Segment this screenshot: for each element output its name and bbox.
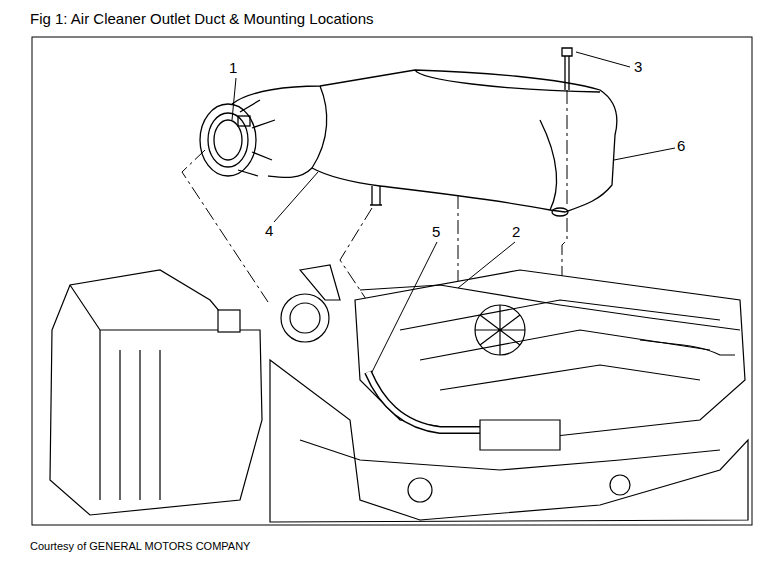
leader-line [576, 52, 630, 67]
duct-stud [370, 186, 382, 205]
engine [50, 265, 748, 522]
throttle-actuator [300, 265, 340, 300]
duct-edge [540, 120, 557, 210]
block-detail [300, 440, 720, 470]
callout-number: 1 [228, 60, 238, 77]
duct-cover [232, 70, 617, 212]
callout-number: 6 [676, 138, 686, 155]
alignment-line [567, 90, 568, 205]
leader-lines [232, 52, 675, 372]
figure-frame [32, 37, 752, 525]
figure-caption: Courtesy of GENERAL MOTORS COMPANY [30, 540, 250, 552]
engine-block [270, 360, 748, 522]
plenum-ribs [475, 305, 525, 355]
leader-line [372, 242, 437, 372]
oil-cap [408, 478, 432, 502]
clamp-ring [200, 104, 256, 176]
fuel-rail [360, 285, 740, 330]
callout-number: 3 [633, 59, 643, 76]
air-cleaner-box [50, 270, 262, 515]
sensor [218, 310, 240, 332]
leader-line [614, 148, 675, 160]
alignment-line [182, 150, 268, 302]
leader-line [458, 242, 515, 288]
leader-line [232, 78, 236, 120]
duct-edge [312, 86, 327, 168]
throttle-body [281, 294, 329, 342]
callout-number: 4 [264, 223, 274, 240]
duct-edge [415, 70, 600, 92]
bolt [562, 48, 572, 90]
bolt-shank [565, 56, 569, 90]
plenum-ribs [475, 305, 525, 355]
manifold-runners [400, 300, 720, 390]
leader-line [274, 172, 318, 222]
bolt-head [562, 48, 572, 56]
throttle-bore [290, 303, 320, 333]
clamp-ring [208, 113, 248, 167]
hose [640, 340, 735, 355]
pcv-tube [368, 372, 480, 430]
pcv-tube [368, 372, 480, 430]
intake-duct [200, 70, 617, 216]
air-cleaner-detail [70, 285, 235, 500]
mount-grommet [552, 208, 568, 216]
clamp-screw [238, 116, 250, 126]
intake-manifold [355, 270, 745, 440]
pcv-valve [480, 420, 560, 450]
callout-number: 2 [511, 224, 521, 241]
duct-ribs [238, 100, 275, 176]
callout-number: 5 [431, 224, 441, 241]
alignment-line [458, 195, 459, 285]
fitting [610, 475, 630, 495]
figure-title: Fig 1: Air Cleaner Outlet Duct & Mountin… [30, 11, 374, 28]
